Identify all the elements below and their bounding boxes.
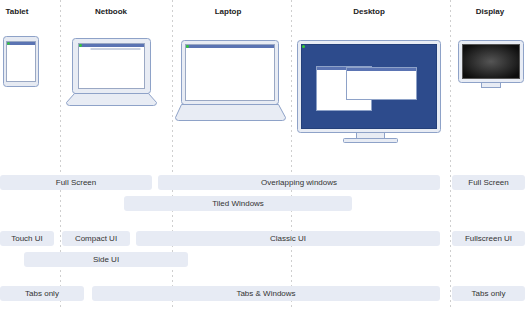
- feature-band: Touch UI: [0, 231, 54, 246]
- band-label: Side UI: [93, 256, 119, 264]
- window: [347, 68, 417, 100]
- feature-band: Classic UI: [136, 231, 440, 246]
- column-heading: Tablet: [6, 8, 29, 16]
- band-label: Touch UI: [11, 235, 43, 243]
- column-heading: Desktop: [353, 8, 385, 16]
- monitor-bezel: [298, 41, 441, 133]
- band-label: Overlapping windows: [261, 179, 337, 187]
- title-bar: [347, 68, 416, 71]
- band-label: Fullscreen UI: [465, 235, 512, 243]
- column-heading: Display: [476, 8, 504, 16]
- netbook-bezel: [73, 39, 151, 94]
- netbook-icon: [67, 39, 157, 106]
- display-bezel: [459, 41, 524, 83]
- feature-band: Compact UI: [62, 231, 130, 246]
- band-label: Tiled Windows: [212, 200, 264, 208]
- desktop-screen: [302, 45, 437, 129]
- title-bar: [186, 45, 274, 48]
- band-label: Tabs only: [472, 290, 506, 298]
- display-screen: [463, 45, 520, 79]
- feature-band: Side UI: [24, 252, 188, 267]
- title-bar: [79, 44, 144, 47]
- feature-band: Tabs & Windows: [92, 286, 440, 301]
- status-dot: [302, 45, 305, 48]
- column-heading: Netbook: [95, 8, 127, 16]
- desktop-icon: [298, 41, 441, 143]
- feature-band: Full Screen: [0, 175, 152, 190]
- column-divider: [291, 0, 292, 309]
- tablet-icon: [4, 37, 39, 87]
- band-label: Tabs & Windows: [236, 290, 295, 298]
- column-heading: Laptop: [215, 8, 242, 16]
- tablet-screen: [7, 42, 36, 82]
- feature-band: Full Screen: [452, 175, 525, 190]
- monitor-foot: [344, 139, 398, 143]
- laptop-screen: [186, 45, 275, 101]
- status-dot: [186, 45, 189, 48]
- band-label: Compact UI: [75, 235, 117, 243]
- display-icon: [459, 41, 524, 88]
- status-dot: [7, 42, 10, 45]
- feature-band: Tiled Windows: [124, 196, 352, 211]
- tablet-body: [4, 37, 39, 87]
- feature-band: Tabs only: [452, 286, 525, 301]
- laptop-base: [176, 105, 286, 121]
- netbook-base: [67, 94, 157, 106]
- feature-band: Overlapping windows: [158, 175, 440, 190]
- column-dividers: [61, 0, 451, 309]
- title-bar: [7, 42, 35, 45]
- netbook-screen: [79, 44, 145, 89]
- column-divider: [450, 0, 451, 309]
- tab-strip: [91, 49, 141, 50]
- band-label: Full Screen: [468, 179, 508, 187]
- band-label: Classic UI: [270, 235, 306, 243]
- band-label: Tabs only: [25, 290, 59, 298]
- laptop-icon: [176, 41, 286, 121]
- feature-band: Fullscreen UI: [452, 231, 525, 246]
- display-stand: [482, 83, 501, 88]
- band-label: Full Screen: [56, 179, 96, 187]
- feature-band: Tabs only: [0, 286, 84, 301]
- laptop-bezel: [182, 41, 279, 105]
- monitor-stand: [357, 133, 385, 139]
- status-dot: [79, 44, 82, 47]
